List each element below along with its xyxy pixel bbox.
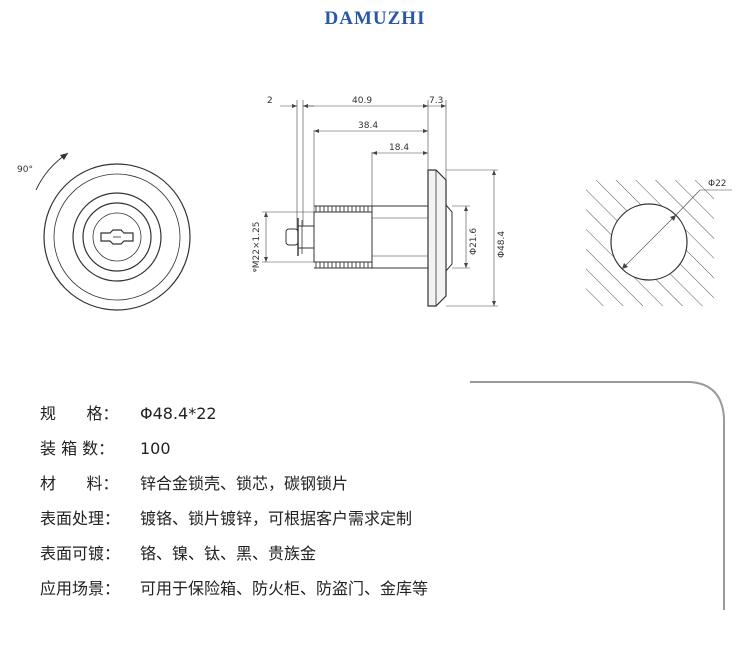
spec-row-plating-options: 表面可镀： 铬、镍、钛、黑、贵族金 — [40, 540, 316, 564]
front-inner-ring — [82, 202, 152, 272]
arrow-icon — [372, 151, 377, 155]
dim-label-dia-21-6: Φ21.6 — [469, 228, 479, 255]
spec-value: 铬、镍、钛、黑、贵族金 — [140, 544, 317, 563]
arrow-icon — [264, 212, 268, 217]
panel-cutout-view — [586, 180, 732, 306]
spec-value: 100 — [140, 439, 171, 458]
arrow-icon — [264, 257, 268, 262]
dim-label-2: 2 — [267, 96, 273, 106]
rotation-arrow-icon — [60, 153, 68, 160]
front-core-ring — [92, 212, 142, 262]
spec-label: 装 箱 数： — [40, 439, 115, 458]
cam-tip — [285, 228, 299, 246]
brand-logo: DAMUZHI — [324, 8, 426, 29]
dim-label-7-3: 7.3 — [429, 96, 443, 106]
front-cap — [445, 204, 453, 272]
dim-line-dia-22 — [621, 214, 677, 270]
arrow-icon — [423, 104, 428, 108]
arrow-icon — [314, 129, 319, 133]
spec-value: 锌合金锁壳、锁芯，碳钢锁片 — [140, 474, 349, 493]
spec-value: Φ48.4*22 — [140, 404, 217, 423]
spec-row-material: 材 料： 锌合金锁壳、锁芯，碳钢锁片 — [40, 470, 348, 494]
dim-label-dia-48-4: Φ48.4 — [497, 231, 507, 258]
front-outer-ring — [43, 163, 191, 311]
rotation-label: 90° — [17, 165, 33, 175]
body-cylinder — [371, 205, 429, 269]
dim-label-thread: ᵠM22×1.25 — [252, 221, 262, 272]
spec-value: 镀铬、锁片镀锌，可根据客户需求定制 — [140, 509, 413, 528]
spec-label: 应用场景： — [40, 579, 121, 598]
spec-section: 规 格： Φ48.4*22 装 箱 数： 100 材 料： 锌合金锁壳、锁芯，碳钢锁片… — [0, 370, 750, 655]
dim-label-40-9: 40.9 — [352, 96, 372, 106]
arrow-icon — [423, 151, 428, 155]
spec-row-applications: 应用场景： 可用于保险箱、防火柜、防盗门、金库等 — [40, 575, 428, 599]
spec-label: 规 格： — [40, 404, 119, 423]
arrow-icon — [492, 301, 496, 306]
spec-label: 材 料： — [40, 474, 119, 493]
front-view — [43, 163, 191, 311]
flange — [427, 169, 447, 307]
arrow-icon — [303, 104, 308, 108]
leader-line-dia-22 — [675, 189, 701, 216]
technical-drawing: 90° — [17, 96, 732, 311]
arrow-icon — [423, 129, 428, 133]
side-dimensions — [262, 100, 498, 307]
arrow-icon — [492, 170, 496, 175]
dim-label-18-4: 18.4 — [389, 143, 409, 153]
dim-arrows — [264, 104, 496, 306]
thread-body — [313, 211, 373, 263]
spec-row-packing: 装 箱 数： 100 — [40, 435, 171, 459]
front-body-ring — [72, 192, 162, 282]
arrow-icon — [464, 263, 468, 268]
spec-row-surface-treatment: 表面处理： 镀铬、锁片镀锌，可根据客户需求定制 — [40, 505, 412, 529]
shaft — [297, 225, 315, 249]
arrow-icon — [670, 215, 676, 221]
spec-value: 可用于保险箱、防火柜、防盗门、金库等 — [140, 579, 429, 598]
keyway-icon — [100, 229, 134, 245]
arrow-icon — [464, 206, 468, 211]
side-view — [285, 169, 453, 307]
spec-row-size: 规 格： Φ48.4*22 — [40, 400, 217, 424]
dim-label-dia-22: Φ22 — [708, 179, 727, 189]
dim-label-38-4: 38.4 — [358, 121, 378, 131]
spec-decoration — [470, 381, 725, 610]
thread-teeth — [314, 205, 372, 269]
decorative-curve — [470, 381, 725, 610]
spec-label: 表面处理： — [40, 509, 121, 528]
spec-label: 表面可镀： — [40, 544, 121, 563]
arrow-icon — [622, 263, 628, 269]
arrow-icon — [441, 104, 446, 108]
front-flange-ring — [53, 173, 181, 301]
arrow-icon — [292, 104, 297, 108]
